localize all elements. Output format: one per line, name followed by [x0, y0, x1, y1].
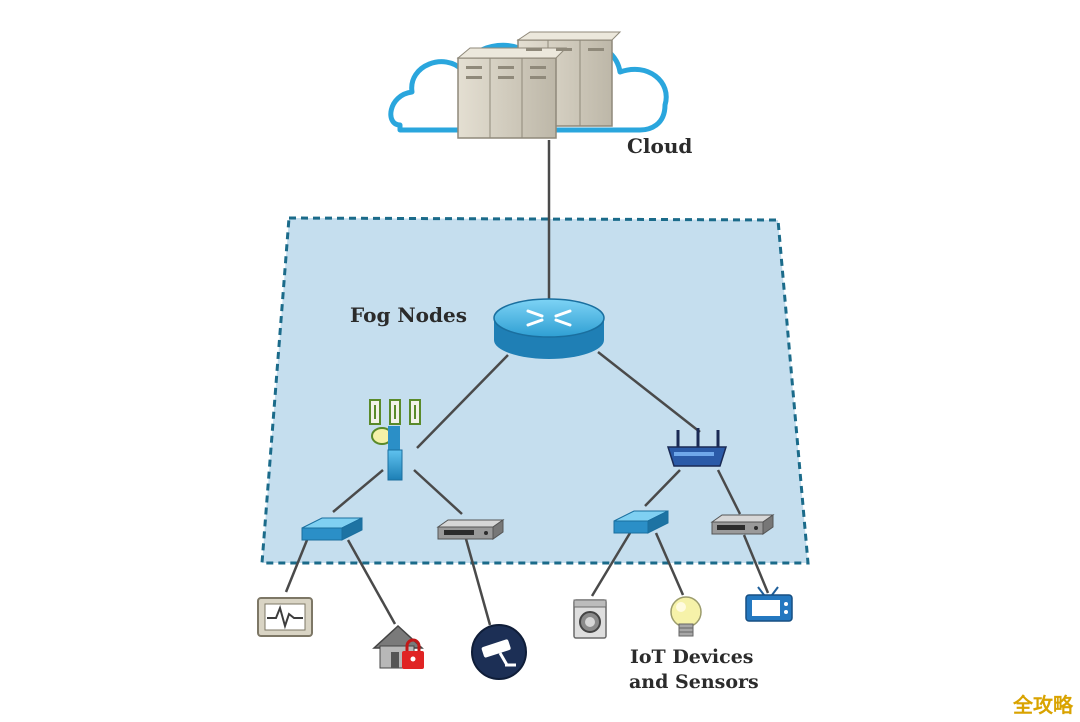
fog-region	[260, 216, 810, 565]
gateway-box-icon	[710, 514, 775, 535]
fog-nodes-label: Fog Nodes	[350, 303, 467, 327]
security-camera-icon	[471, 624, 527, 680]
edge-router-tower	[416, 354, 509, 449]
edge-switch-bulb	[654, 532, 685, 596]
iot-label-line1: IoT Devices	[630, 646, 754, 668]
edge-gateway-camera	[464, 538, 492, 626]
edge-switch-washer	[590, 532, 632, 597]
network-switch-icon	[613, 510, 669, 534]
edge-router-wifi	[597, 351, 701, 433]
edge-switch-monitor	[284, 539, 309, 593]
network-switch-icon	[301, 517, 363, 541]
edge-tower-gateway-left	[413, 469, 463, 515]
router-icon	[493, 298, 605, 359]
server-rack-icon	[456, 31, 622, 139]
gateway-box-icon	[436, 519, 505, 540]
cloud-label: Cloud	[627, 134, 692, 158]
edge-tower-switch-left	[332, 469, 384, 513]
smart-home-lock-icon	[372, 624, 424, 669]
washing-machine-icon	[573, 599, 607, 639]
television-icon	[745, 586, 793, 622]
wifi-router-icon	[666, 428, 728, 467]
heart-monitor-icon	[257, 597, 313, 637]
watermark: 全攻略	[1012, 693, 1074, 717]
connections	[284, 140, 770, 626]
light-bulb-icon	[670, 596, 702, 637]
edge-switch-home	[346, 539, 397, 625]
edge-wifi-switch-right	[644, 469, 681, 507]
iot-label-line2: and Sensors	[629, 671, 759, 693]
cell-tower-icon	[369, 399, 421, 481]
edge-wifi-gateway-right	[716, 469, 742, 515]
edge-gateway-tv	[742, 534, 770, 594]
